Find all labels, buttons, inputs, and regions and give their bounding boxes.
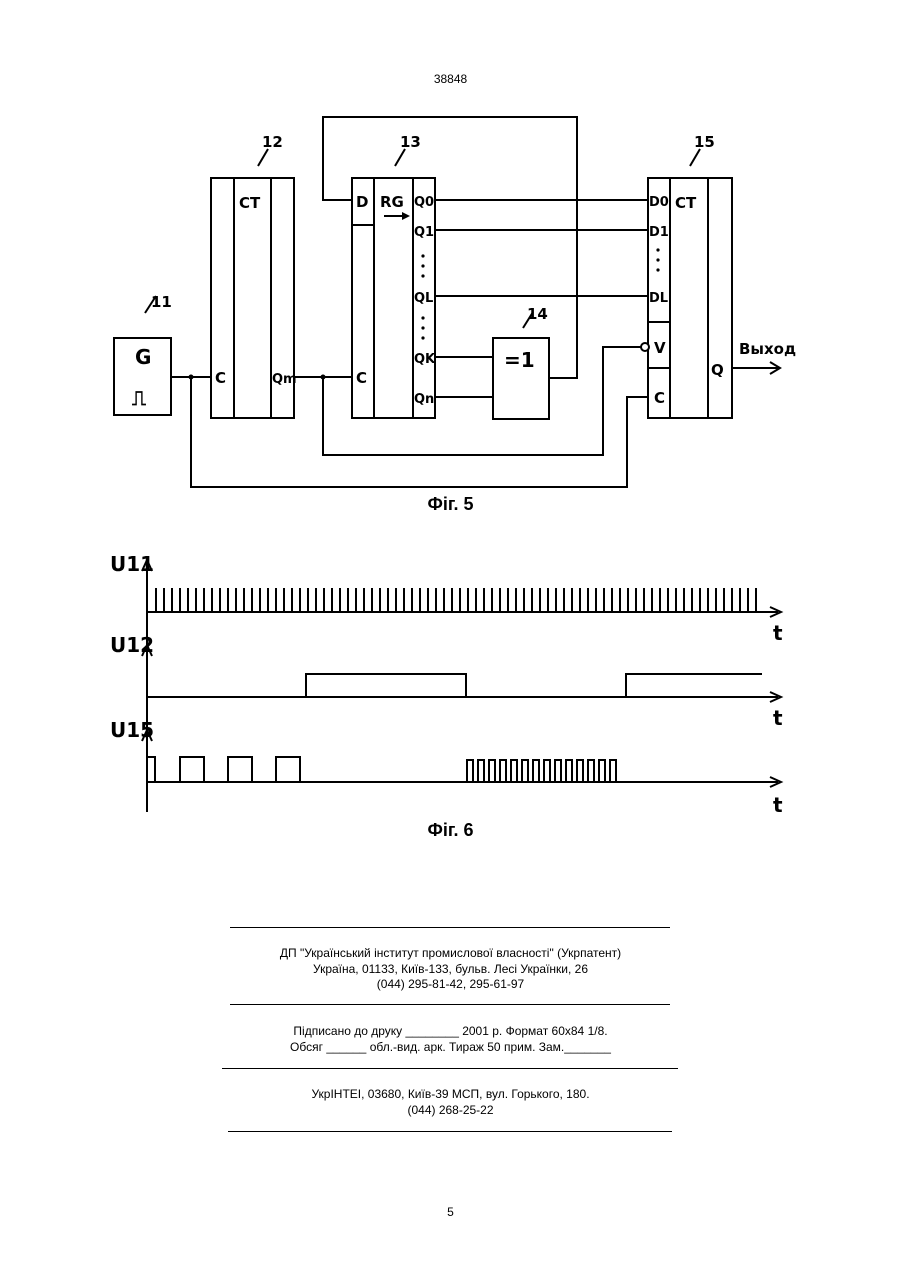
xor-label: =1 [504,348,535,372]
counter15-input-d1: D1 [649,225,669,240]
counter15-output: Q [711,361,724,379]
page-bottom-number: 5 [0,1205,901,1219]
generator-label: G [135,345,151,369]
output-pulse [489,760,495,782]
block-number-15: 15 [694,133,715,151]
output-pulse [566,760,572,782]
output-pulse [544,760,550,782]
imprint-print-line-2: Обсяг ______ обл.-вид. арк. Тираж 50 при… [0,1040,901,1055]
register13-output-q0: Q0 [414,195,434,210]
register13-output-ql: QL [414,291,433,306]
imprint-press-line-2: (044) 268-25-22 [0,1103,901,1118]
output-pulse [522,760,528,782]
output-pulse [511,760,517,782]
counter15-clock: C [654,389,665,407]
imprint-print-line-1: Підписано до друку ________ 2001 р. Форм… [0,1024,901,1039]
output-pulse [467,760,473,782]
output-pulse [500,760,506,782]
register13-output-qn: Qn [414,392,434,407]
register13-data-in: D [356,193,368,211]
signal-label-u15: U15 [110,718,154,742]
counter15-enable: V [654,339,666,357]
signal-label-u11: U11 [110,552,154,576]
divider-line [230,927,670,928]
imprint-press-line-1: УкрІНТЕІ, 03680, Київ-39 МСП, вул. Горьк… [0,1087,901,1102]
block-number-11: 11 [151,293,172,311]
imprint-org-line-2: Україна, 01133, Київ-133, бульв. Лесі Ук… [0,962,901,977]
register13-clock: C [356,369,367,387]
time-axis-label-3: t [773,793,783,817]
counter12-type: CT [239,194,261,212]
output-pulse [588,760,594,782]
pulse-icon: ⎍ [132,386,146,410]
block-number-14: 14 [527,305,548,323]
counter15-input-dl: DL [649,291,668,306]
counter12-input: C [215,369,226,387]
figure-5-diagram: 11 12 13 14 15 G ⎍ CT C Qm D RG C Q0 Q1 … [100,108,800,493]
signal-label-u12: U12 [110,633,154,657]
figure-6-timing-diagram: U11 U12 U15 t t t [100,545,800,820]
figure-6-caption: Фіг. 6 [0,820,901,841]
output-pulse [599,760,605,782]
time-axis-label-1: t [773,621,783,645]
time-axis-label-2: t [773,706,783,730]
output-pulse [555,760,561,782]
imprint-org-line-1: ДП "Український інститут промислової вла… [0,946,901,961]
output-pulse [577,760,583,782]
output-pulse [478,760,484,782]
imprint-org-line-3: (044) 295-81-42, 295-61-97 [0,977,901,992]
register13-output-qk: QK [414,352,436,367]
page-top-number: 38848 [0,72,901,86]
register13-output-q1: Q1 [414,225,434,240]
output-label: Выход [739,340,796,358]
output-pulse [533,760,539,782]
block-number-12: 12 [262,133,283,151]
register13-type: RG [380,193,404,211]
divider-line [228,1131,672,1132]
counter15-type: CT [675,194,697,212]
counter12-output: Qm [272,372,297,387]
output-pulse [610,760,616,782]
divider-line [230,1004,670,1005]
block-number-13: 13 [400,133,421,151]
divider-line [222,1068,678,1069]
figure-5-caption: Фіг. 5 [0,494,901,515]
counter15-input-d0: D0 [649,195,669,210]
